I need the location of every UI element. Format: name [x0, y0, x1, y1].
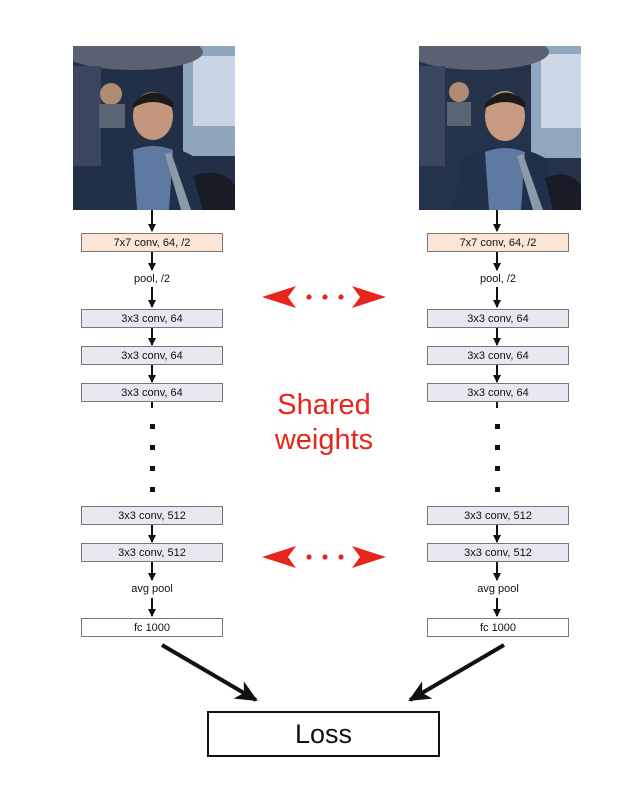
ellipsis-dot — [150, 445, 155, 450]
shared-weights-line-1: Shared — [277, 389, 371, 421]
shared-weights-arrow-bottom — [262, 546, 386, 568]
left-conv512-layer-1: 3x3 conv, 512 — [81, 506, 223, 525]
right-avgpool-label: avg pool — [477, 583, 519, 595]
red-arrowhead-right — [352, 286, 386, 308]
arrow-right-fc-to-loss — [408, 643, 506, 702]
ellipsis-dot — [150, 466, 155, 471]
ellipsis-dot — [495, 424, 500, 429]
left-avgpool-label: avg pool — [131, 583, 173, 595]
ellipsis-dot — [495, 466, 500, 471]
layer-label: 3x3 conv, 64 — [467, 386, 529, 399]
ellipsis-dot — [495, 487, 500, 492]
red-dot — [338, 554, 344, 560]
shared-weights-arrow-top — [262, 286, 386, 308]
right-conv64-layer-3: 3x3 conv, 64 — [427, 383, 569, 402]
loss-label: Loss — [294, 718, 353, 749]
red-dot — [306, 554, 312, 560]
left-conv64-layer-3: 3x3 conv, 64 — [81, 383, 223, 402]
layer-label: 3x3 conv, 64 — [121, 386, 183, 399]
shared-weights-line-2: weights — [274, 424, 374, 456]
layer-label: 3x3 conv, 512 — [464, 546, 532, 559]
right-conv64-layer-1: 3x3 conv, 64 — [427, 309, 569, 328]
shared-weights-label: Shared weights — [224, 388, 424, 458]
red-dot — [338, 294, 344, 300]
left-pool-label: pool, /2 — [133, 273, 171, 285]
layer-label: 3x3 conv, 64 — [121, 349, 183, 362]
red-arrowhead-left — [262, 546, 296, 568]
loss-box: Loss — [207, 711, 440, 757]
right-conv512-layer-1: 3x3 conv, 512 — [427, 506, 569, 525]
layer-label: 3x3 conv, 512 — [118, 546, 186, 559]
left-conv7-layer: 7x7 conv, 64, /2 — [81, 233, 223, 252]
red-dot — [322, 294, 328, 300]
left-conv64-layer-1: 3x3 conv, 64 — [81, 309, 223, 328]
red-arrowhead-right — [352, 546, 386, 568]
layer-label: 3x3 conv, 64 — [121, 312, 183, 325]
right-conv64-layer-2: 3x3 conv, 64 — [427, 346, 569, 365]
left-column-ellipsis — [150, 424, 155, 492]
ellipsis-dot — [150, 424, 155, 429]
red-dot — [322, 554, 328, 560]
ellipsis-dot — [495, 445, 500, 450]
layer-label: 7x7 conv, 64, /2 — [459, 236, 537, 249]
layer-label: 3x3 conv, 64 — [467, 312, 529, 325]
driver-photo-left — [73, 46, 235, 210]
layer-label: 3x3 conv, 64 — [467, 349, 529, 362]
right-conv7-layer: 7x7 conv, 64, /2 — [427, 233, 569, 252]
right-column-ellipsis — [495, 424, 500, 492]
layer-label: fc 1000 — [133, 621, 171, 634]
arrow-left-fc-to-loss — [160, 643, 258, 702]
layer-label: 3x3 conv, 512 — [118, 509, 186, 522]
left-conv512-layer-2: 3x3 conv, 512 — [81, 543, 223, 562]
layer-label: 3x3 conv, 512 — [464, 509, 532, 522]
red-dot — [306, 294, 312, 300]
left-fc-layer: fc 1000 — [81, 618, 223, 637]
driver-photo-right — [419, 46, 581, 210]
right-pool-label: pool, /2 — [479, 273, 517, 285]
left-conv64-layer-2: 3x3 conv, 64 — [81, 346, 223, 365]
right-conv512-layer-2: 3x3 conv, 512 — [427, 543, 569, 562]
right-fc-layer: fc 1000 — [427, 618, 569, 637]
red-arrowhead-left — [262, 286, 296, 308]
layer-label: 7x7 conv, 64, /2 — [113, 236, 191, 249]
ellipsis-dot — [150, 487, 155, 492]
layer-label: fc 1000 — [479, 621, 517, 634]
